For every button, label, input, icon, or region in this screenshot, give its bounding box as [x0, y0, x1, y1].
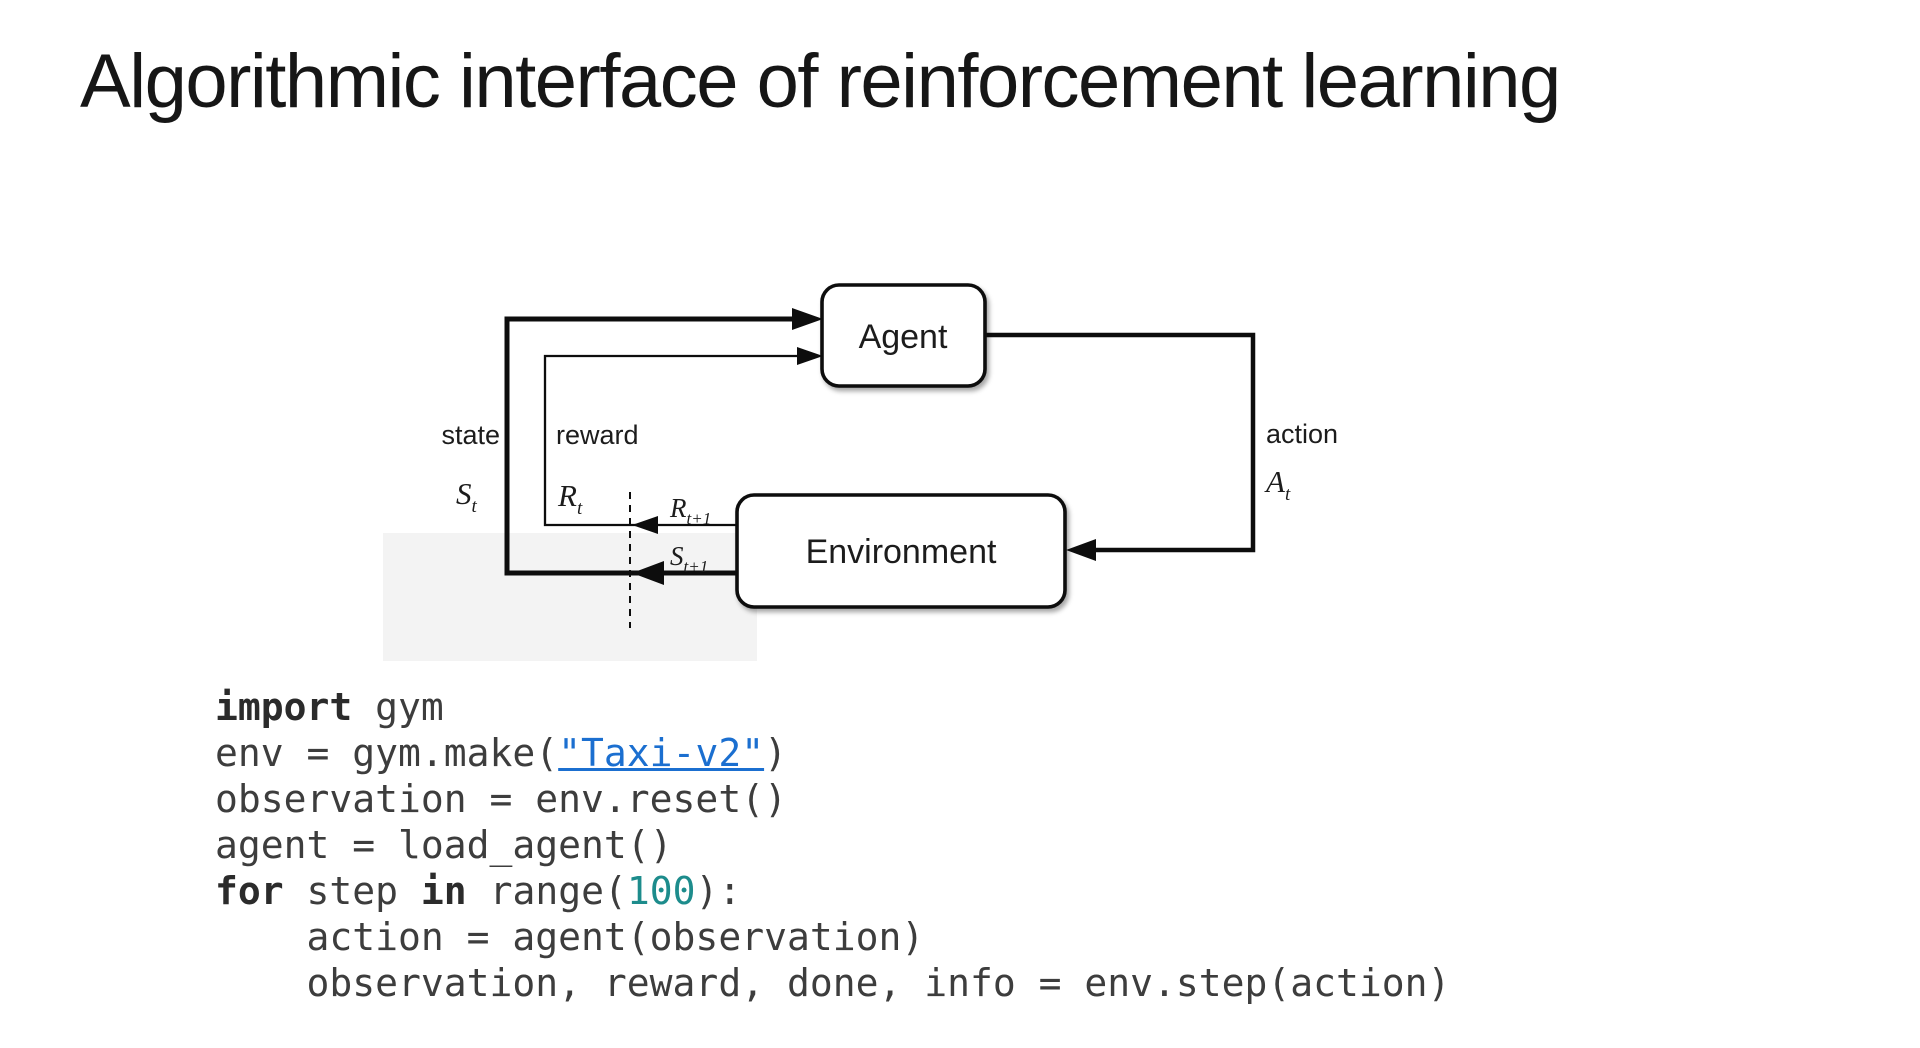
code-text: step — [283, 869, 421, 913]
code-keyword: import — [215, 685, 353, 729]
code-line: observation, reward, done, info = env.st… — [215, 960, 1451, 1006]
action-line — [985, 332, 1256, 553]
reward-label: reward — [556, 420, 639, 450]
code-text: env = gym.make( — [215, 731, 559, 775]
slide-title: Algorithmic interface of reinforcement l… — [80, 39, 1561, 124]
code-line: agent = load_agent() — [215, 822, 1450, 868]
environment-box — [735, 493, 1067, 609]
taxi-v2-link[interactable]: "Taxi-v2" — [558, 731, 765, 775]
action-label: action — [1266, 419, 1338, 449]
code-line: for step in range(100): — [215, 868, 1450, 914]
code-text: observation, reward, done, info = env.st… — [215, 961, 1451, 1005]
reward-arrowhead — [797, 347, 823, 365]
code-keyword: for — [215, 869, 284, 913]
state-line — [504, 316, 814, 576]
code-text: agent = load_agent() — [215, 823, 673, 867]
code-keyword: in — [420, 869, 467, 913]
code-text: gym — [352, 685, 444, 729]
code-text: ) — [764, 731, 787, 775]
action-symbol: At — [1264, 464, 1291, 505]
code-text: observation = env.reset() — [215, 777, 787, 821]
state-symbol: St — [456, 476, 478, 517]
next-reward-symbol: Rt+1 — [669, 493, 711, 528]
agent-label: Agent — [859, 318, 948, 356]
code-line: action = agent(observation) — [215, 914, 1450, 960]
next-reward-arrowhead — [632, 516, 658, 534]
code-line: env = gym.make("Taxi-v2") — [215, 730, 1450, 776]
environment-label: Environment — [806, 533, 997, 571]
reward-symbol: Rt — [557, 478, 583, 519]
pasted-image-background — [383, 533, 757, 661]
code-line: import gym — [215, 684, 1450, 730]
state-label: state — [441, 420, 500, 450]
code-number: 100 — [626, 869, 696, 913]
next-state-symbol: St+1 — [670, 541, 708, 576]
code-text: ): — [695, 869, 742, 913]
state-arrowhead — [792, 308, 823, 330]
code-line: observation = env.reset() — [215, 776, 1450, 822]
rl-loop-diagram: Agent Environment state St reward Rt Rt+… — [441, 283, 1338, 628]
code-text: action = agent(observation) — [215, 915, 925, 959]
agent-box — [820, 283, 987, 388]
action-arrowhead — [1066, 539, 1096, 561]
next-state-arrowhead — [632, 561, 664, 585]
code-text: range( — [466, 869, 627, 913]
